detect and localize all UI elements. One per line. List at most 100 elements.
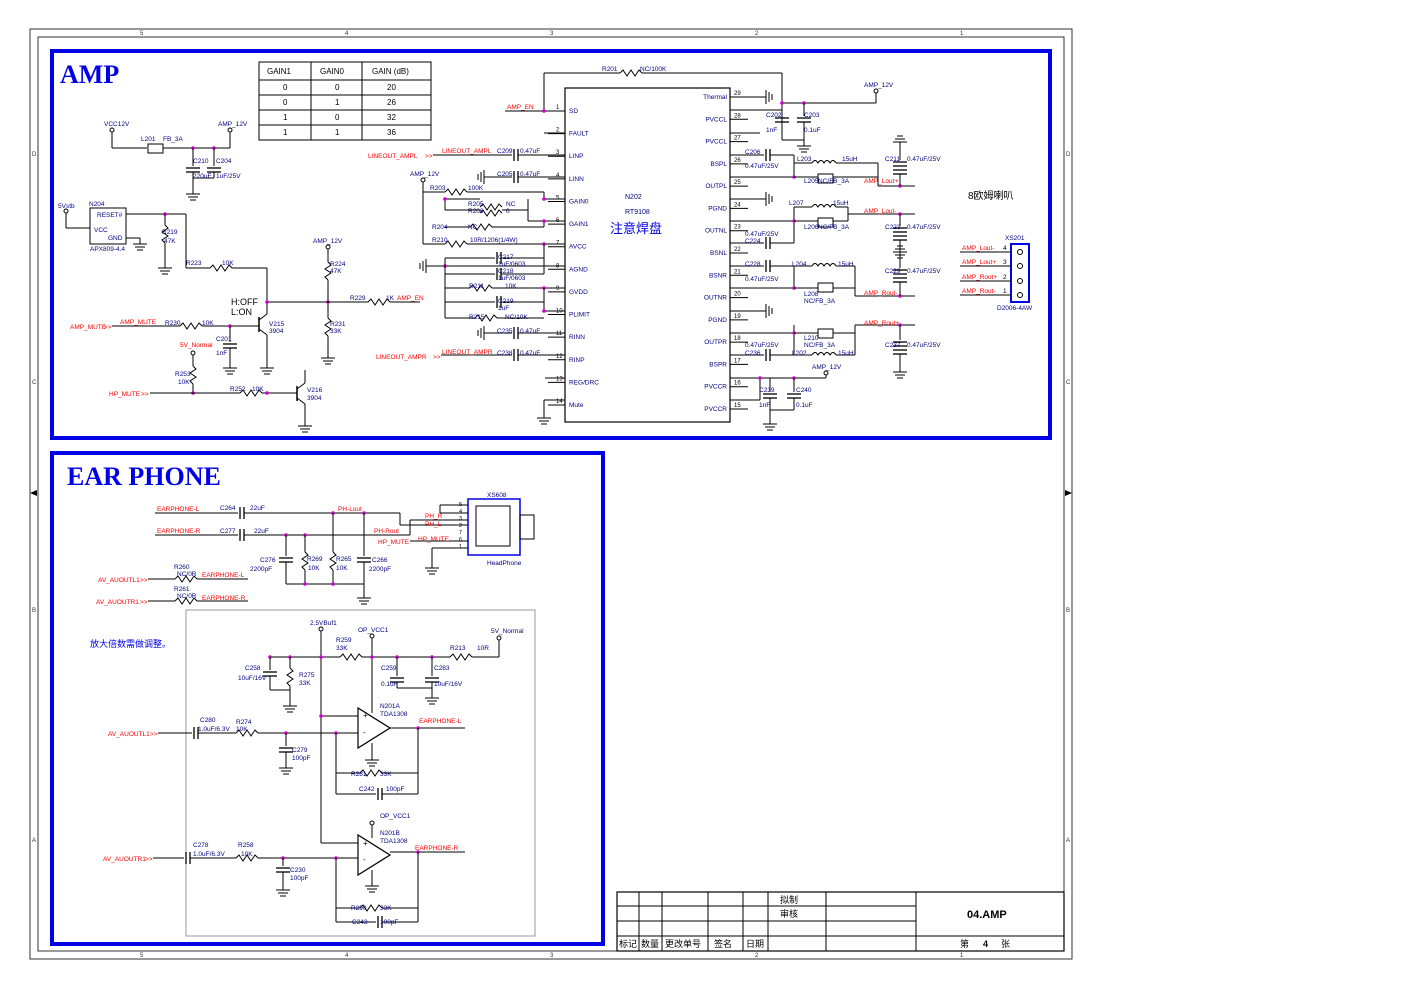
chip-pin-number: 21 — [734, 269, 741, 275]
svg-text:VCC: VCC — [94, 227, 108, 234]
chip-pin-number: 26 — [734, 158, 741, 164]
svg-text:R260: R260 — [174, 564, 190, 571]
svg-text:C237: C237 — [885, 342, 901, 349]
svg-text:R274: R274 — [236, 719, 252, 726]
svg-text:AMP_Lout-: AMP_Lout- — [962, 245, 995, 252]
svg-text:2200pF: 2200pF — [250, 566, 272, 573]
zone-col-4-bottom: 4 — [345, 953, 349, 959]
chip-pin-number: 9 — [556, 286, 560, 292]
gain-table-header-gain1: GAIN1 — [267, 67, 292, 76]
svg-text:1uF/0603: 1uF/0603 — [498, 261, 526, 268]
svg-text:C205: C205 — [497, 171, 513, 178]
speaker-note: 8欧姆喇叭 — [968, 189, 1014, 202]
title-block-col-sign: 签名 — [714, 938, 732, 949]
chip-pin-8: 8AGND — [548, 263, 588, 273]
title-block-col-qty: 数量 — [641, 938, 659, 949]
gain-table-header-gain0: GAIN0 — [320, 67, 345, 76]
chip-pin-label: RINN — [569, 334, 585, 341]
svg-text:NC/FB_3A: NC/FB_3A — [818, 178, 850, 185]
svg-text:V216: V216 — [307, 387, 323, 394]
rt9108-ref: N202 — [625, 194, 642, 201]
svg-text:1: 1 — [1003, 288, 1007, 295]
svg-text:C258: C258 — [245, 665, 261, 672]
svg-text:PH_L: PH_L — [425, 521, 442, 528]
svg-text:C278: C278 — [193, 842, 209, 849]
svg-text:10K: 10K — [178, 379, 190, 386]
svg-text:C224: C224 — [745, 238, 761, 245]
svg-text:C239: C239 — [759, 387, 775, 394]
chip-pin-number: 14 — [556, 399, 563, 405]
chip-pin-number: 13 — [556, 376, 563, 382]
gain-table-cell: 0 — [283, 83, 288, 92]
svg-text:L208: L208 — [804, 291, 819, 298]
svg-text:1.0uF/6.3V: 1.0uF/6.3V — [198, 726, 230, 733]
chip-pin-label: BSPR — [709, 361, 727, 368]
lineout-ampr-input: LINEOUT_AMPR — [376, 354, 427, 361]
svg-text:NC/FB_3A: NC/FB_3A — [804, 342, 836, 349]
svg-text:22uF: 22uF — [250, 505, 265, 512]
chip-pin-number: 22 — [734, 247, 741, 253]
hp-mute-input-label: HP_MUTE — [109, 391, 141, 398]
rt9108-right-pins: 29Thermal28PVCCL27PVCCL26BSPL25OUTPL24PG… — [703, 91, 748, 413]
svg-text:33K: 33K — [380, 905, 392, 912]
svg-text:FB_3A: FB_3A — [163, 136, 184, 143]
svg-text:R204: R204 — [432, 224, 448, 231]
svg-text:R281: R281 — [351, 771, 367, 778]
svg-text:15uH: 15uH — [833, 200, 849, 207]
svg-text:L207: L207 — [789, 200, 804, 207]
svg-text:GND: GND — [108, 235, 123, 242]
svg-text:AMP_Lout+: AMP_Lout+ — [962, 259, 996, 266]
svg-text:APX809-4.4: APX809-4.4 — [90, 246, 125, 253]
svg-text:L203: L203 — [797, 156, 812, 163]
svg-text:10uF/16V: 10uF/16V — [238, 675, 267, 682]
svg-text:220uF: 220uF — [193, 173, 211, 180]
svg-text:0.47uF/25V: 0.47uF/25V — [745, 342, 779, 349]
svg-text:33K: 33K — [330, 328, 342, 335]
svg-text:EARPHONE-R: EARPHONE-R — [415, 845, 459, 852]
drawing-frame — [29, 28, 1073, 960]
zone-col-2-top: 2 — [755, 31, 759, 37]
title-block-checked: 审核 — [780, 908, 798, 919]
svg-text:R252: R252 — [230, 386, 246, 393]
chip-pin-label: Mute — [569, 402, 584, 409]
drawing-name: 04.AMP — [967, 909, 1007, 921]
chip-pin-7: 7AVCC — [548, 241, 587, 251]
svg-text:R275: R275 — [299, 672, 315, 679]
svg-text:C266: C266 — [372, 557, 388, 564]
chip-pin-label: PLIMIT — [569, 312, 590, 319]
gain-table-cell: 1 — [283, 128, 288, 137]
svg-text:R258: R258 — [238, 842, 254, 849]
svg-text:C240: C240 — [796, 387, 812, 394]
svg-text:TDA1308: TDA1308 — [380, 838, 408, 845]
chip-pin-number: 25 — [734, 180, 741, 186]
svg-text:5: 5 — [459, 502, 462, 508]
svg-text:R210: R210 — [432, 237, 448, 244]
svg-text:10R: 10R — [477, 645, 489, 652]
svg-text:XS608: XS608 — [487, 492, 507, 499]
amp-mute-input-label: AMP_MUTE — [70, 324, 107, 331]
chip-pin-label: PGND — [708, 205, 727, 212]
chip-pin-label: PVCCR — [704, 384, 727, 391]
svg-text:VCC12V: VCC12V — [104, 121, 130, 128]
svg-text:4: 4 — [459, 509, 462, 515]
svg-text:NC/100K: NC/100K — [640, 66, 667, 73]
svg-text:AMP_12V: AMP_12V — [218, 121, 248, 128]
zone-row-d-right: D — [1066, 152, 1071, 158]
zone-row-a-left: A — [32, 838, 36, 844]
zone-row-d-left: D — [32, 152, 37, 158]
amp-en-label-right: AMP_EN — [397, 295, 424, 302]
chip-pin-label: OUTNR — [704, 295, 727, 302]
zone-row-b-right: B — [1066, 608, 1070, 614]
svg-text:+: + — [363, 839, 368, 848]
zone-row-a-right: A — [1066, 838, 1070, 844]
svg-text:>>: >> — [140, 577, 148, 584]
